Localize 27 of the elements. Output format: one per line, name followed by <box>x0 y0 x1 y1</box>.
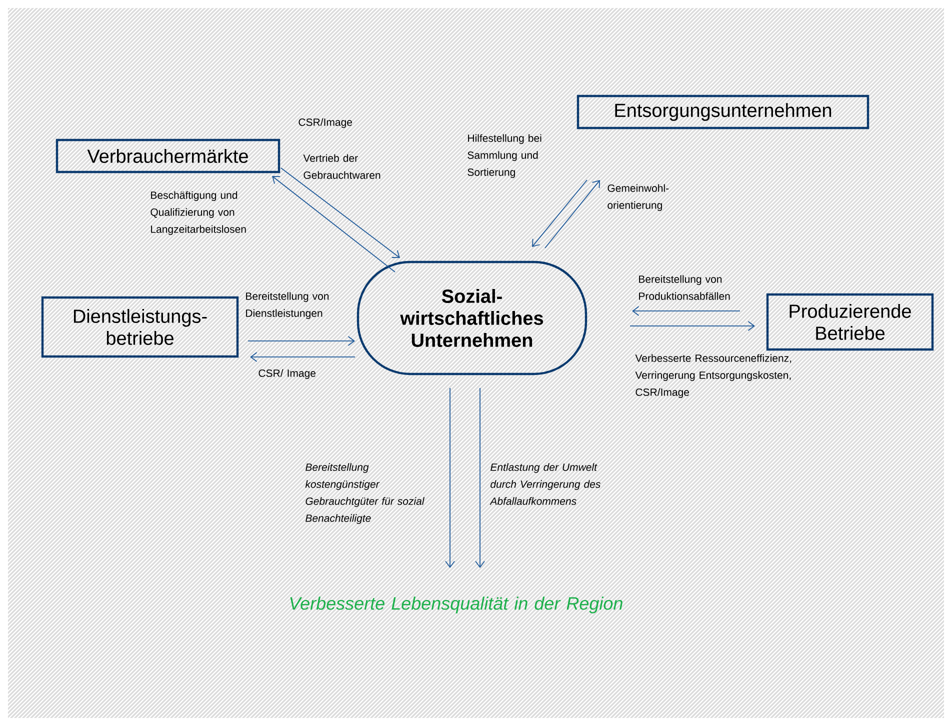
arrow <box>544 180 600 248</box>
annotation-text: Bereitstellung von Produktionsabfällen <box>639 275 730 300</box>
company-box: Dienstleistungs-betriebe <box>41 296 239 358</box>
arrow <box>280 168 400 258</box>
arrow <box>630 321 755 331</box>
company-box: Entsorgungsunternehmen <box>576 94 870 130</box>
annotation-text: Bereitstellung von Dienstleistungen <box>246 292 329 319</box>
annotation-text: Entlastung der Umwelt durch Verringerung des Abfallaufkommens <box>490 463 600 505</box>
annotation-text: Vertrieb der Gebrauchtwaren <box>303 154 380 179</box>
arrow <box>475 388 485 568</box>
arrow <box>532 180 588 247</box>
annotation-text: Bereitstellung kostengünstiger Gebrauchtgüter für sozial Benachteiligte <box>305 463 424 524</box>
annotation-text: Gemeinwohl-orientierung <box>608 184 669 211</box>
arrow <box>272 176 396 272</box>
annotation-text: Verbesserte Ressourceneffizienz, Verringerung Entsorgungskosten, CSR/Image <box>635 354 792 398</box>
company-box: Verbrauchermärkte <box>56 138 280 174</box>
arrow <box>250 352 356 362</box>
arrow <box>632 306 740 316</box>
annotation-text: Beschäftigung und Qualifizierung von Langzeitarbeitslosen <box>150 191 246 235</box>
enterprise-node: Sozial-wirtschaftliches Unternehmen <box>356 260 588 376</box>
company-box: Produzierende Betriebe <box>766 293 934 351</box>
arrow <box>445 388 455 568</box>
outcome-text: Verbesserte Lebensqualität in der Region <box>290 596 622 614</box>
annotation-text: Hilfestellung bei Sammlung und Sortierung <box>468 134 542 178</box>
annotation-text: CSR/Image <box>298 118 352 128</box>
annotation-text: CSR/ Image <box>258 369 316 379</box>
arrow <box>248 336 355 346</box>
